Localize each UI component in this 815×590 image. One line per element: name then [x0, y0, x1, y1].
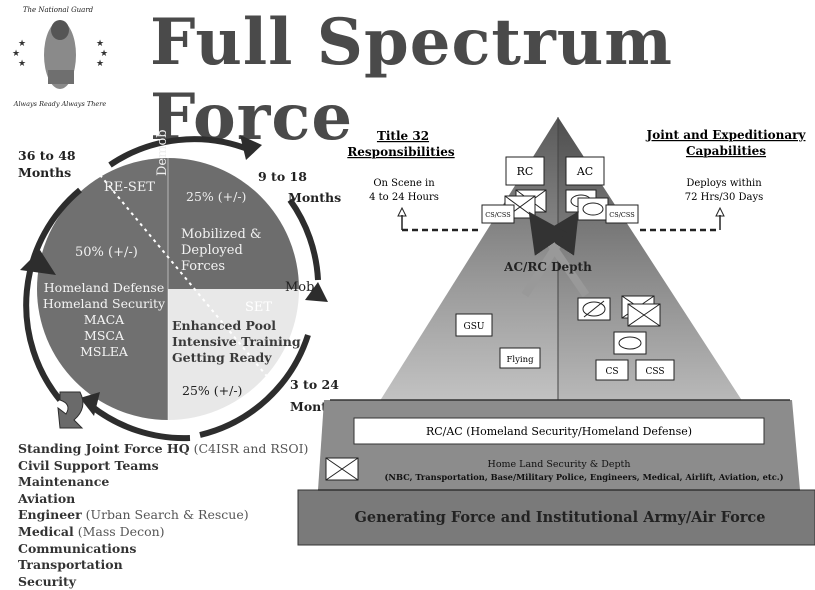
svg-text:★: ★ [96, 59, 104, 69]
unit-symbol-armor-2 [613, 331, 647, 355]
capability-item: Communications [18, 540, 137, 556]
rc-ac-band [353, 417, 765, 445]
force-cycle-wheel: Demob Mob RE-SET 50% (+/-) 25% (+/-) Mob… [18, 129, 343, 442]
reset-sector [37, 158, 168, 420]
svg-text:★: ★ [18, 39, 26, 49]
svg-text:★: ★ [12, 49, 20, 59]
mobilized-pct: 25% (+/-) [186, 189, 246, 204]
flying-label: Flying [506, 355, 534, 365]
cycle-arrow-right [287, 198, 321, 281]
cs-label: CS [605, 367, 618, 377]
capability-item: Civil Support Teams [18, 457, 159, 473]
set-line-1: Enhanced Pool [172, 318, 276, 333]
cycle-arrow-left [23, 187, 82, 402]
capability-item: Engineer (Urban Search & Rescue) [18, 507, 249, 523]
mission-2: Homeland Security [43, 296, 166, 311]
cs-css-right-box [605, 204, 639, 224]
cycle-arrow-bottom-right [199, 334, 311, 438]
rc-label: RC [517, 165, 534, 178]
cs-box [595, 359, 629, 381]
ac-box [565, 156, 605, 186]
capability-item: Medical (Mass Decon) [18, 523, 165, 539]
depth-band-list: (NBC, Transportation, Base/Military Poli… [384, 472, 783, 483]
exit-arrow [57, 391, 84, 429]
mobilized-line-1: Mobilized & [181, 227, 262, 242]
title32-line-2: Responsibilities [347, 145, 455, 159]
on-scene-line-2: 4 to 24 Hours [369, 192, 439, 203]
base-label: Generating Force and Institutional Army/… [355, 509, 766, 526]
force-pyramid: RC AC CS/CSS CS/CSS AC/RC Depth GSU Flyi… [297, 117, 815, 546]
ac-label: AC [576, 165, 593, 178]
mobilized-line-2: Deployed [181, 243, 243, 258]
time-36-48-unit: Months [18, 165, 71, 180]
set-line-2: Intensive Training [172, 334, 301, 349]
time-9-18-unit: Months [288, 190, 341, 205]
depth-label: AC/RC Depth [503, 260, 592, 274]
cycle-arrow-bottom [88, 402, 191, 442]
deploys-line-2: 72 Hrs/30 Days [685, 192, 764, 203]
mob-label: Mob [285, 280, 314, 295]
capability-item: Transportation [18, 557, 123, 573]
flying-box [499, 347, 541, 369]
title32-line-1: Title 32 [377, 129, 429, 143]
rc-box [505, 156, 545, 186]
capabilities-list: Standing Joint Force HQ (C4ISR and RSOI)… [18, 441, 308, 590]
mission-4: MSCA [84, 328, 125, 343]
css-label: CSS [645, 367, 664, 377]
dotted-divider [99, 174, 271, 381]
mobilized-line-3: Forces [181, 259, 225, 274]
demob-label: Demob [155, 129, 170, 176]
cycle-arrow-top [108, 136, 252, 168]
css-box [635, 359, 675, 381]
reset-pct: 50% (+/-) [75, 245, 138, 260]
capability-item: Maintenance [18, 474, 110, 490]
seal-bottom-text: Always Ready Always There [13, 100, 107, 108]
time-9-18: 9 to 18 [258, 169, 307, 184]
reset-label: RE-SET [104, 180, 155, 195]
set-sector [168, 289, 299, 420]
depth-band-title: Home Land Security & Depth [488, 459, 631, 470]
set-label: SET [245, 300, 272, 315]
rc-ac-band-label: RC/AC (Homeland Security/Homeland Defens… [426, 425, 692, 438]
time-36-48: 36 to 48 [18, 148, 76, 163]
gsu-box [455, 313, 493, 337]
mission-1: Homeland Defense [44, 280, 164, 295]
on-scene-line-1: On Scene in [373, 178, 435, 189]
time-3-24: 3 to 24 [290, 377, 339, 392]
cs-css-left-label: CS/CSS [485, 211, 510, 219]
cs-css-left-box [481, 204, 515, 224]
svg-text:★: ★ [18, 59, 26, 69]
capability-item: Aviation [18, 490, 76, 506]
joint-line-1: Joint and Expeditionary [646, 128, 807, 142]
gsu-label: GSU [464, 322, 485, 332]
svg-text:★: ★ [96, 39, 104, 49]
deploys-line-1: Deploys within [686, 178, 762, 189]
national-guard-seal: The National Guard ★ ★ ★ ★ ★ ★ Always Re… [12, 6, 108, 108]
mission-3: MACA [84, 312, 125, 327]
set-pct: 25% (+/-) [182, 383, 242, 398]
svg-text:★: ★ [100, 49, 108, 59]
capability-item: Standing Joint Force HQ (C4ISR and RSOI) [18, 441, 309, 456]
page-title: Full Spectrum Force [150, 5, 673, 155]
mission-5: MSLEA [80, 344, 129, 359]
seal-top-text: The National Guard [23, 6, 94, 14]
cs-css-right-label: CS/CSS [609, 211, 634, 219]
set-line-3: Getting Ready [172, 350, 272, 365]
mobilized-sector [168, 158, 299, 289]
joint-line-2: Capabilities [686, 144, 766, 158]
capability-item: Security [18, 573, 77, 589]
